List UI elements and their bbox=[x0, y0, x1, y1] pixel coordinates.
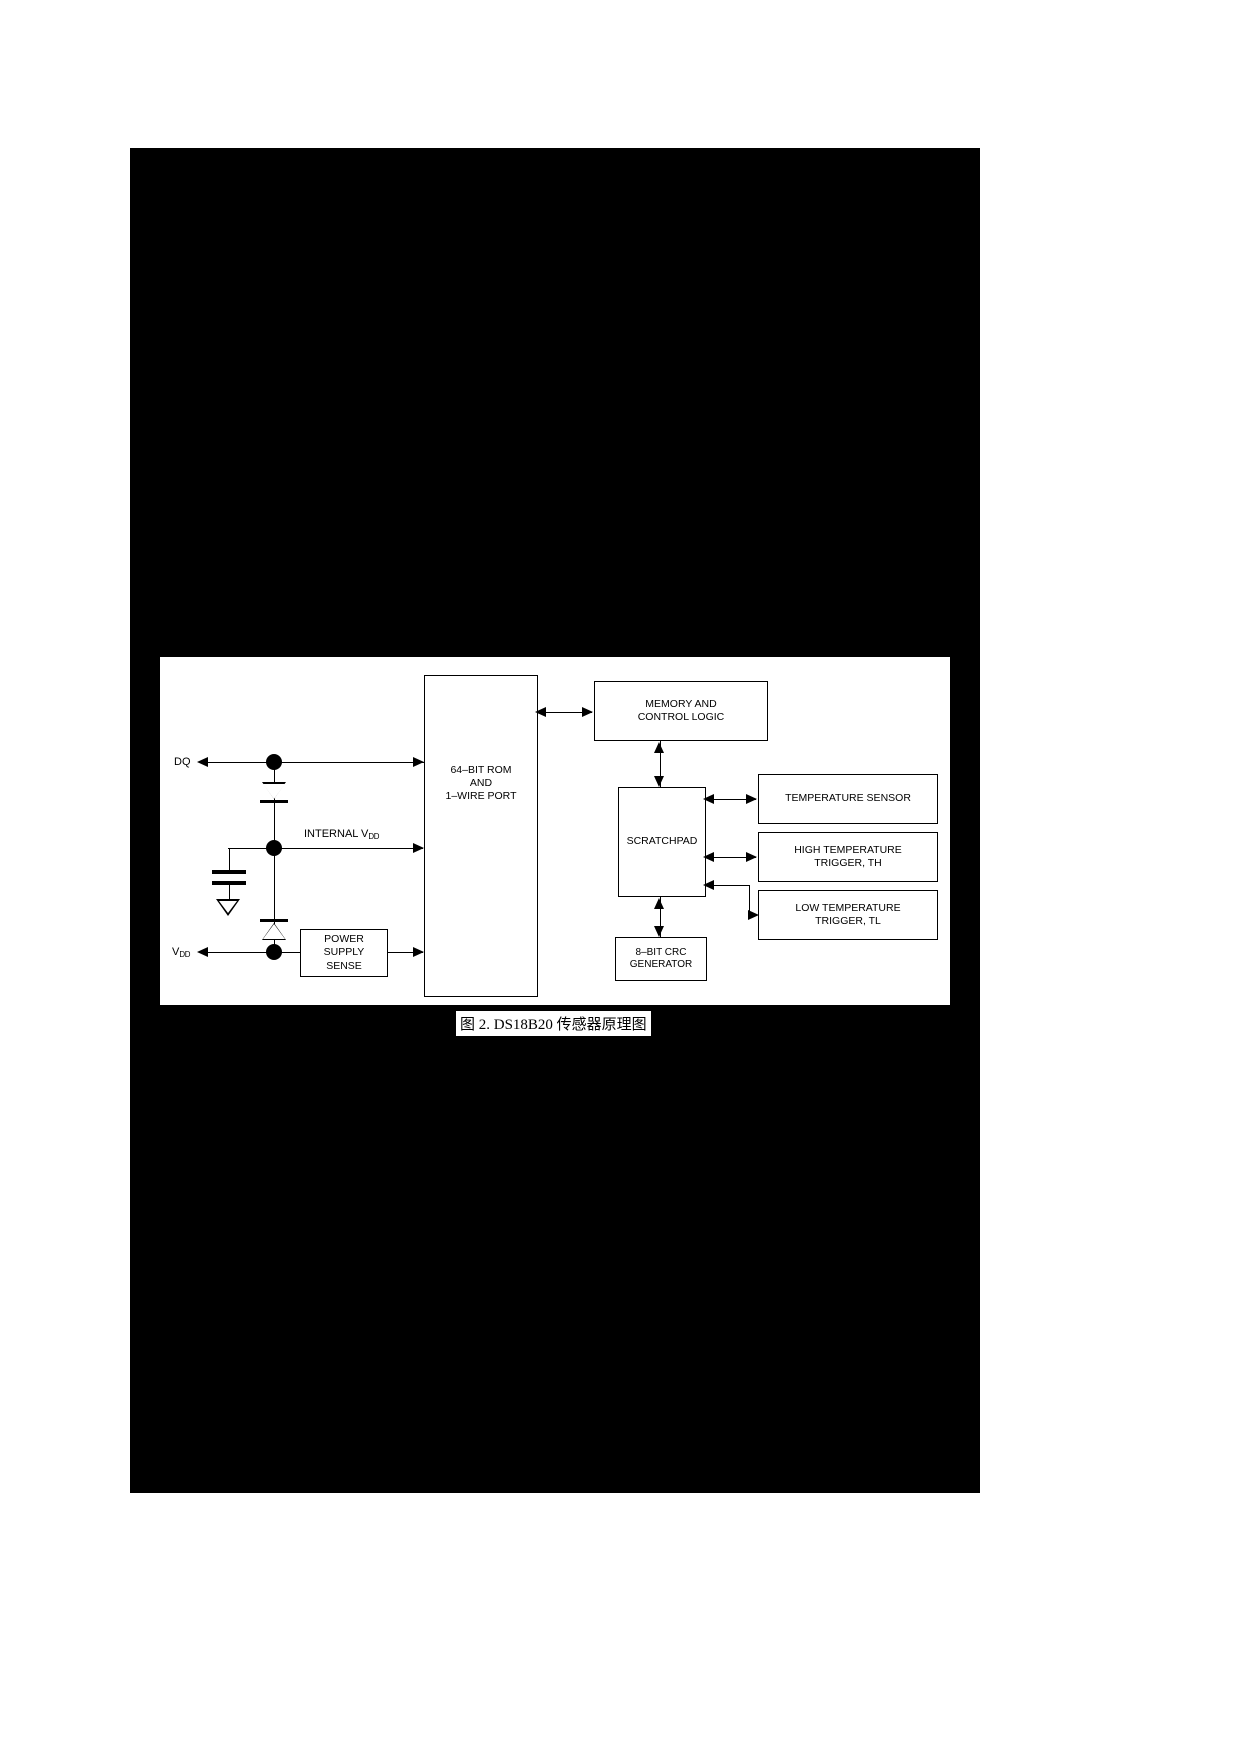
block-rom-line-3: 1–WIRE PORT bbox=[445, 790, 517, 803]
block-crc-line-1: 8–BIT CRC bbox=[635, 946, 687, 958]
arrowhead-tempsensor-right bbox=[746, 793, 757, 804]
block-power-supply-sense-line-3: SENSE bbox=[326, 959, 362, 972]
diode-esd-lower bbox=[260, 919, 288, 941]
block-power-supply-sense-line-1: POWER bbox=[324, 933, 364, 946]
pin-label-dq: DQ bbox=[174, 756, 191, 768]
arrowhead-hightrigger-right bbox=[746, 851, 757, 862]
wire-scratchpad-to-tempsensor bbox=[706, 799, 756, 800]
block-temperature-sensor-label: TEMPERATURE SENSOR bbox=[785, 792, 911, 805]
diode-esd-upper bbox=[260, 782, 288, 804]
arrowhead-pss-to-rom bbox=[413, 946, 424, 957]
pin-label-vdd: VDD bbox=[172, 946, 191, 960]
wire-dq bbox=[208, 762, 432, 763]
arrowhead-internal-vdd bbox=[413, 842, 424, 853]
block-temperature-sensor: TEMPERATURE SENSOR bbox=[758, 774, 938, 824]
wire-memory-to-scratchpad bbox=[659, 741, 661, 787]
block-crc-line-2: GENERATOR bbox=[629, 959, 693, 970]
block-scratchpad: SCRATCHPAD bbox=[618, 787, 706, 897]
arrowhead-scratchpad-crc-up bbox=[654, 898, 664, 909]
arrowhead-hightrigger-left bbox=[703, 851, 714, 862]
arrowhead-lowtrigger-into-block bbox=[748, 909, 759, 920]
arrowhead-lowtrigger-into-scratchpad bbox=[703, 879, 714, 890]
ground-symbol-cap bbox=[216, 899, 240, 916]
wire-cap-branch-vert bbox=[228, 848, 230, 870]
arrowhead-vdd-left bbox=[197, 946, 208, 957]
block-high-trigger-line-1: HIGH TEMPERATURE bbox=[794, 843, 902, 856]
block-low-trigger-line-2: TRIGGER, TL bbox=[815, 915, 881, 927]
arrowhead-dq-right bbox=[413, 756, 424, 767]
block-power-supply-sense-line-2: SUPPLY bbox=[323, 946, 365, 959]
net-label-internal-vdd: INTERNAL VDD bbox=[304, 828, 380, 842]
block-power-supply-sense: POWER SUPPLY SENSE bbox=[300, 929, 388, 977]
arrowhead-rom-memory-left bbox=[535, 706, 546, 717]
figure-caption: 图 2. DS18B20 传感器原理图 bbox=[455, 1010, 652, 1037]
block-rom-line-1: 64–BIT ROM bbox=[450, 764, 512, 776]
capacitor-plate-top bbox=[212, 870, 246, 874]
wire-lowtrigger-seg-vert bbox=[749, 885, 750, 915]
wire-cap-to-ground bbox=[228, 885, 230, 899]
wire-vertical-trunk-lower bbox=[273, 855, 275, 947]
arrowhead-memory-scratchpad-down bbox=[654, 776, 664, 787]
block-low-trigger-line-1: LOW TEMPERATURE bbox=[795, 901, 901, 914]
capacitor-plate-bottom bbox=[212, 881, 246, 885]
block-64bit-rom-1wire-port: 64–BIT ROM AND 1–WIRE PORT bbox=[424, 675, 538, 997]
block-memory-line-1: MEMORY AND bbox=[645, 697, 717, 710]
junction-dot-vdd bbox=[266, 944, 282, 960]
wire-vdd bbox=[208, 952, 316, 953]
block-scratchpad-label: SCRATCHPAD bbox=[626, 835, 698, 848]
arrowhead-scratchpad-crc-down bbox=[654, 926, 664, 937]
wire-lowtrigger-seg-top bbox=[712, 885, 750, 886]
wire-scratchpad-to-hightrigger bbox=[706, 857, 756, 858]
block-high-temperature-trigger: HIGH TEMPERATURE TRIGGER, TH bbox=[758, 832, 938, 882]
block-low-temperature-trigger: LOW TEMPERATURE TRIGGER, TL bbox=[758, 890, 938, 940]
arrowhead-rom-memory-right bbox=[582, 706, 593, 717]
wire-rom-to-memory bbox=[538, 712, 592, 713]
block-rom-line-2: AND bbox=[469, 777, 493, 790]
block-8bit-crc-generator: 8–BIT CRC GENERATOR bbox=[615, 937, 707, 981]
ds18b20-block-diagram: DQ VDD INTERNAL VDD POWER SUPPLY bbox=[160, 657, 950, 1005]
wire-scratchpad-to-crc bbox=[659, 897, 661, 937]
block-high-trigger-line-2: TRIGGER, TH bbox=[814, 857, 882, 869]
block-memory-and-control-logic: MEMORY AND CONTROL LOGIC bbox=[594, 681, 768, 741]
arrowhead-memory-scratchpad-up bbox=[654, 742, 664, 753]
wire-cap-branch-top bbox=[228, 848, 274, 849]
arrowhead-dq-left bbox=[197, 756, 208, 767]
block-memory-line-2: CONTROL LOGIC bbox=[637, 711, 725, 723]
wire-internal-vdd bbox=[273, 848, 423, 849]
arrowhead-tempsensor-left bbox=[703, 793, 714, 804]
wire-pss-to-rom bbox=[388, 952, 423, 953]
